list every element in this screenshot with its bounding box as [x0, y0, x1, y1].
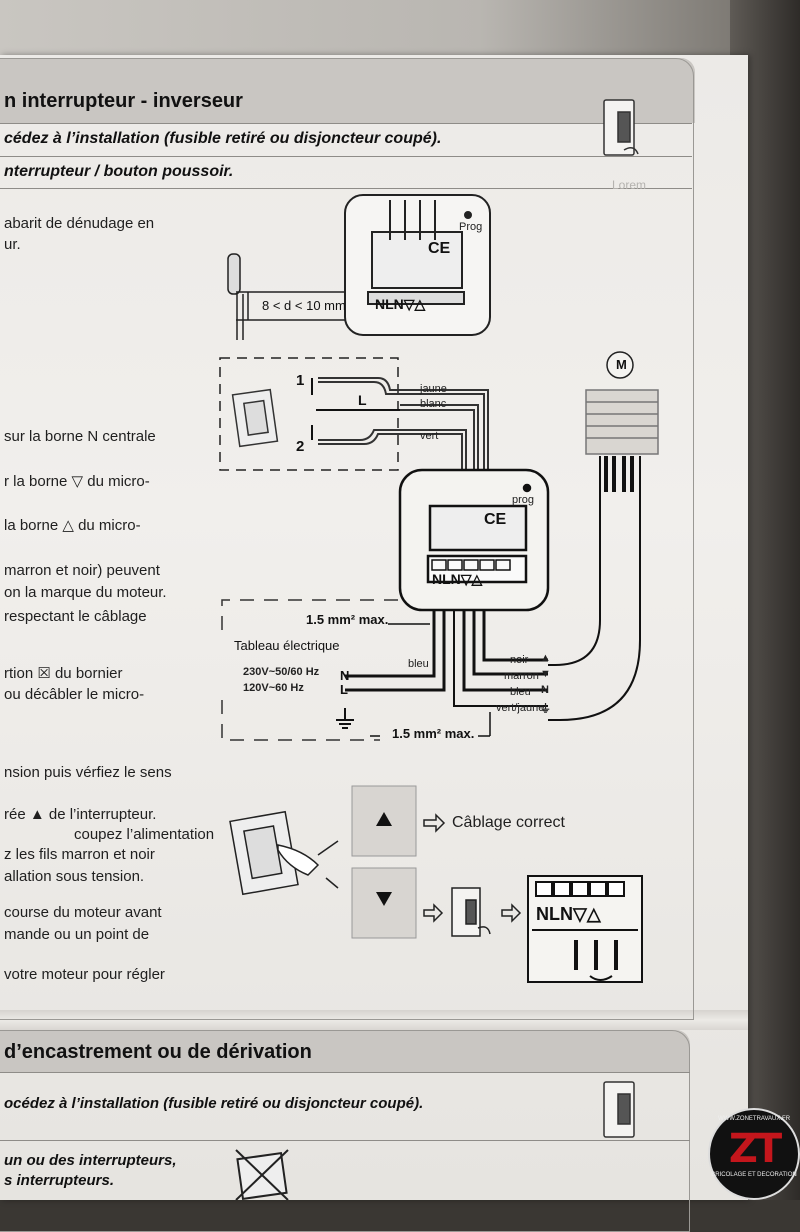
- logo-letters: ZT: [728, 1126, 782, 1172]
- wire-label-bleu: bleu: [510, 686, 531, 698]
- section2-text: s interrupteurs.: [4, 1172, 115, 1189]
- shutter-up-illustration: [351, 785, 417, 857]
- step-text: respectant le câblage: [4, 608, 147, 625]
- step-text: on la marque du moteur.: [4, 584, 167, 601]
- wire-label-marron: marron: [504, 670, 539, 682]
- switch-down-number: 2: [296, 438, 305, 455]
- section2-title: d’encastrement ou de dérivation: [4, 1041, 312, 1063]
- breaker-icon: [603, 99, 639, 156]
- terminal-rewire-illustration: [527, 875, 643, 983]
- logo-ring-text: WWW.ZONETRAVAUX.FR: [717, 1116, 791, 1122]
- wire-label-noir: noir: [510, 654, 529, 666]
- step-text: ou décâbler le micro-: [4, 686, 145, 703]
- wire-strip-gauge: [227, 253, 360, 340]
- section2-instruction: océdez à l’installation (fusible retiré …: [4, 1095, 424, 1112]
- divider: [0, 1072, 690, 1073]
- breaker-icon: [603, 1081, 635, 1138]
- prog-label: prog: [512, 494, 535, 506]
- divider: [0, 156, 692, 157]
- panel-title: Tableau électrique: [234, 638, 340, 653]
- crossed-switch-icon: [235, 1149, 289, 1200]
- divider: [0, 188, 692, 189]
- terminal-earth-symbol: ⏚: [540, 703, 551, 715]
- wire-label-vert: vert: [420, 430, 439, 442]
- strip-gauge-label: 8 < d < 10 mm: [262, 298, 346, 313]
- step-text: nsion puis vérfiez le sens: [4, 764, 172, 781]
- module-output-wires: [345, 610, 548, 707]
- cable-section-label: 1.5 mm² max.: [306, 612, 389, 627]
- arrow-icon: [423, 813, 522, 923]
- step-text: coupez l’alimentation: [74, 826, 215, 843]
- divider: [0, 1140, 690, 1141]
- switch-wires: [318, 377, 489, 478]
- step-text: abarit de dénudage en: [4, 215, 155, 232]
- paper-fold: [0, 1010, 748, 1030]
- voltage-label: 120V~60 Hz: [243, 682, 304, 694]
- section1-subheading: nterrupteur / bouton poussoir.: [4, 163, 234, 180]
- section1-header-band: [0, 58, 695, 123]
- cable-section-label: 1.5 mm² max.: [392, 726, 475, 741]
- terminal-labels: NLN▽△: [432, 571, 483, 587]
- neutral-label: N: [340, 668, 350, 683]
- ce-mark: CE: [428, 240, 451, 257]
- step-text: ur.: [4, 236, 21, 253]
- ce-mark: CE: [484, 511, 507, 528]
- step-text: r la borne ▽ du micro-: [4, 473, 150, 490]
- breaker-switch-icon: [451, 887, 491, 937]
- section2-text: un ou des interrupteurs,: [4, 1152, 177, 1169]
- step-text: allation sous tension.: [4, 868, 145, 885]
- logo-sub-text: BRICOLAGE ET DECORATION: [711, 1172, 797, 1178]
- step-text: z les fils marron et noir: [4, 846, 155, 863]
- section1-frame: [0, 58, 694, 1020]
- wire-label-vert-jaune: vert/jaune: [496, 702, 545, 714]
- motor-symbol: M: [616, 357, 627, 372]
- shutter-down-illustration: [351, 867, 417, 939]
- prog-label: Prog: [459, 221, 483, 233]
- step-text: sur la borne N centrale: [4, 428, 156, 445]
- dimension-arrows: [370, 623, 491, 737]
- motor-cable: [548, 456, 641, 721]
- section2-header-band: [0, 1030, 690, 1072]
- wiring-diagram: [219, 99, 659, 1200]
- wall-switch-icon: [231, 388, 279, 448]
- roller-shutter-motor: [585, 351, 659, 455]
- wire-label-bleu: bleu: [408, 658, 429, 670]
- section1-instruction: cédez à l’installation (fusible retiré o…: [4, 130, 442, 147]
- wire-label-jaune: jaune: [420, 383, 447, 395]
- terminal-block-icon: [431, 559, 511, 571]
- terminal-labels: NLN▽△: [536, 904, 601, 924]
- cablage-correct-label: Câblage correct: [452, 814, 565, 831]
- terminal-down-symbol: ▼: [540, 668, 551, 680]
- step-text: mande ou un point de: [4, 926, 150, 943]
- line-label: L: [340, 682, 348, 697]
- electrical-panel-box: [221, 599, 400, 741]
- voltage-label: 230V~50/60 Hz: [243, 666, 320, 678]
- step-text: la borne △ du micro-: [4, 517, 141, 534]
- hand-on-switch-illustration: [229, 810, 339, 896]
- common-label: L: [358, 392, 367, 408]
- switch-symbol: [311, 378, 400, 440]
- earth-symbol: [336, 708, 354, 729]
- switch-up-number: 1: [296, 372, 305, 389]
- step-text: course du moteur avant: [4, 904, 162, 921]
- terminal-up-symbol: ▲: [540, 652, 551, 664]
- step-text: rtion ☒ du bornier: [4, 665, 123, 682]
- terminal-n-symbol: N: [541, 684, 549, 696]
- micro-module-top: [344, 194, 491, 336]
- section1-title: n interrupteur - inverseur: [4, 90, 243, 112]
- terminal-labels: NLN▽△: [375, 296, 426, 312]
- step-text: rée ▲ de l’interrupteur.: [4, 806, 157, 823]
- step-text: marron et noir) peuvent: [4, 562, 160, 579]
- wire-label-blanc: blanc: [420, 398, 447, 410]
- step-text: votre moteur pour régler: [4, 966, 165, 983]
- micro-module-main: [398, 468, 550, 612]
- divider: [0, 123, 692, 124]
- zonetravaux-logo: ZT WWW.ZONETRAVAUX.FR BRICOLAGE ET DECOR…: [708, 1108, 800, 1200]
